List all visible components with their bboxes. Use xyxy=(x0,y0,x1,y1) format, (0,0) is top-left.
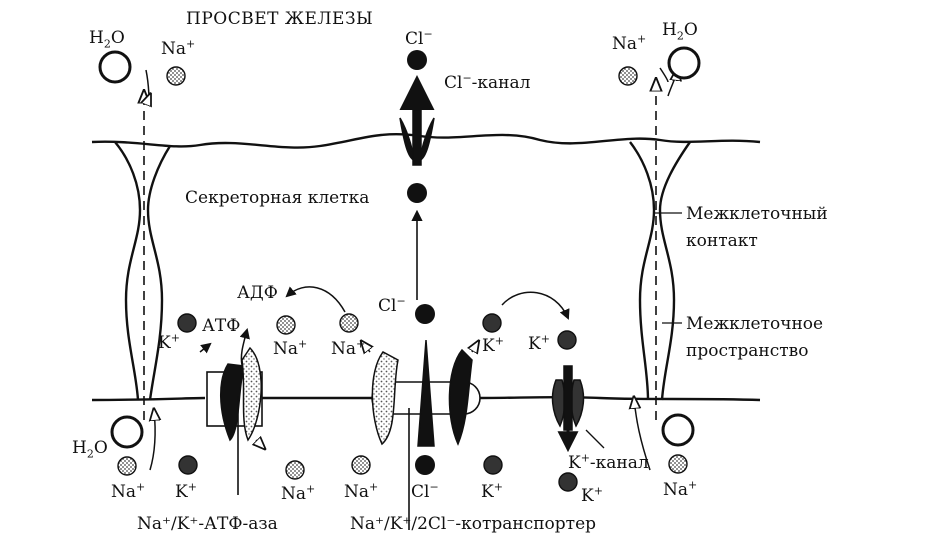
junction-label-line-2: контакт xyxy=(686,231,758,251)
basal-membrane xyxy=(91,395,761,402)
na-k-atpase xyxy=(199,342,264,495)
cl-ion xyxy=(407,50,427,70)
h2o-molecule xyxy=(110,415,144,449)
k-ion xyxy=(482,313,502,333)
atp-label: АТФ xyxy=(202,316,241,336)
k-ion xyxy=(557,330,577,350)
na-label-bottom-3: Na+ xyxy=(344,480,379,502)
na-label-cell-1: Na+ xyxy=(273,337,308,359)
na-label-bottom-2: Na+ xyxy=(281,482,316,504)
h2o-molecule xyxy=(661,413,695,447)
na-ion xyxy=(668,454,688,474)
cl-ion xyxy=(415,304,435,324)
h2o-molecule xyxy=(667,46,701,80)
na-ion xyxy=(117,456,137,476)
h2o-label-bottom-left: H2O xyxy=(72,438,108,461)
h2o-label-top-left: H2O xyxy=(89,28,125,51)
right-lateral-membrane xyxy=(629,141,656,401)
cl-label-bottom: Cl− xyxy=(411,480,439,502)
space-label-line-2: пространство xyxy=(686,341,809,361)
cl-ion xyxy=(407,183,427,203)
paracellular-paths xyxy=(144,80,656,420)
left-lateral-membrane xyxy=(114,141,142,401)
cl-channel-label: Cl−-канал xyxy=(444,71,531,93)
h2o-molecule xyxy=(98,50,132,84)
junction-label-line-1: Межклеточный xyxy=(686,204,828,224)
lumen-title: ПРОСВЕТ ЖЕЛЕЗЫ xyxy=(186,9,374,29)
adp-label: АДФ xyxy=(237,283,278,303)
k-ion xyxy=(178,455,198,475)
na-label-top-right: Na+ xyxy=(612,32,647,54)
na-ion xyxy=(166,66,186,86)
k-label-cell-far: K+ xyxy=(528,332,550,354)
cl-ion xyxy=(415,455,435,475)
h2o-label-top-right: H2O xyxy=(662,20,698,43)
cotransporter-label: Na⁺/K⁺/2Cl⁻-котранспортер xyxy=(350,514,597,534)
cl-channel xyxy=(399,75,435,166)
na-label-top-left: Na+ xyxy=(161,37,196,59)
na-ion xyxy=(339,313,359,333)
k-ion xyxy=(483,455,503,475)
k-ion xyxy=(558,472,578,492)
na-ion xyxy=(618,66,638,86)
na-label-bottom-right: Na+ xyxy=(663,478,698,500)
cl-label-cell: Cl− xyxy=(378,294,406,316)
na-label-bottom-left: Na+ xyxy=(111,480,146,502)
k-label-cell-left: K+ xyxy=(158,331,180,353)
k-label-cell-right: K+ xyxy=(482,334,504,356)
k-channel xyxy=(551,365,605,453)
k-ion xyxy=(177,313,197,333)
ion-circles xyxy=(98,46,701,492)
cl-label-top: Cl− xyxy=(405,27,433,49)
k-label-bottom-2: K+ xyxy=(481,480,503,502)
k-channel-label: K+-канал xyxy=(568,451,649,473)
na-ion xyxy=(285,460,305,480)
k-label-bottom-1: K+ xyxy=(175,480,197,502)
na-ion xyxy=(276,315,296,335)
space-label-line-1: Межклеточное xyxy=(686,314,824,334)
atpase-label: Na⁺/K⁺-АТФ-аза xyxy=(137,514,278,534)
na-ion xyxy=(351,455,371,475)
k-label-bottom-3: K+ xyxy=(581,484,603,506)
nkcc-cotransporter xyxy=(362,340,481,530)
na-label-cell-2: Na+ xyxy=(331,337,366,359)
cell-label: Секреторная клетка xyxy=(185,188,370,208)
